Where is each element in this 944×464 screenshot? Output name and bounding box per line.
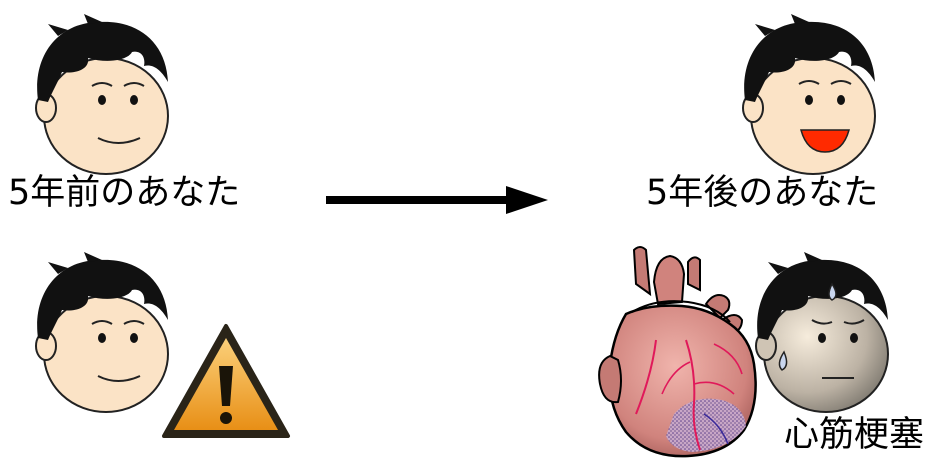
heart-icon [598,246,757,458]
face-neutral-icon [35,14,169,175]
label-myocardial-infarction: 心筋梗塞 [784,415,925,455]
warning-icon [162,324,290,438]
arrow-right-icon [326,186,548,214]
label-you-in-5-years: 5年後のあなた [646,173,879,213]
label-you-5-years-ago: 5年前のあなた [8,173,241,213]
face-happy-icon [742,14,876,175]
face-sick-icon [755,252,889,413]
face-neutral-icon [35,252,169,413]
